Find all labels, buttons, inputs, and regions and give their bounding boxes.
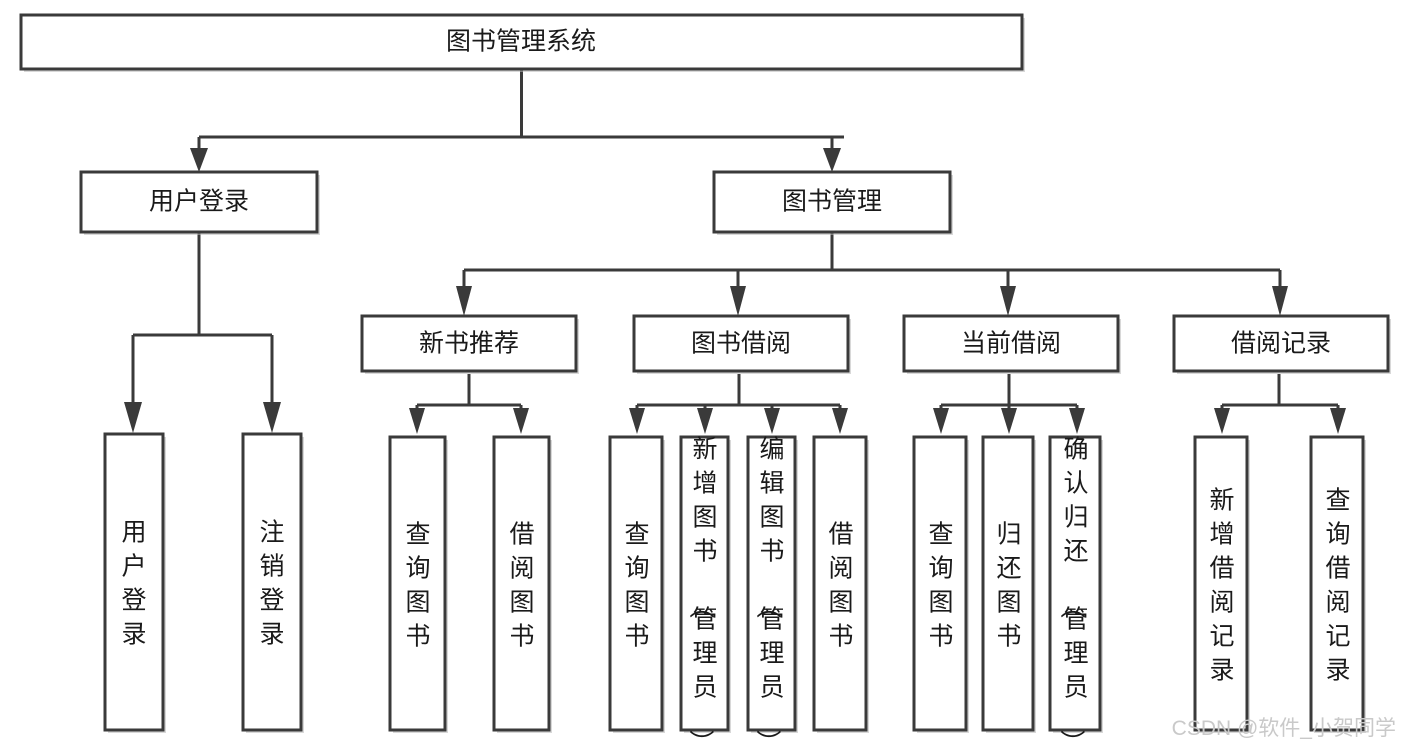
node-new-book-recommend-box[interactable] bbox=[360, 314, 578, 373]
node-leaf-logout-login[interactable]: 注销登录 bbox=[241, 432, 304, 733]
node-leaf-edit-book-admin-label: 编辑图书（管理员） bbox=[753, 436, 784, 747]
node-leaf-query-book-2-label: 查询图书 bbox=[624, 521, 649, 651]
arrow-head-book-borrow bbox=[730, 286, 746, 316]
node-leaf-logout-login-label: 注销登录 bbox=[259, 519, 284, 649]
node-leaf-return-book-box[interactable] bbox=[981, 435, 1035, 732]
node-book-management-label: 图书管理 bbox=[782, 188, 882, 216]
node-leaf-edit-book-admin[interactable]: 编辑图书（管理员） bbox=[746, 435, 798, 747]
node-leaf-query-borrow-record-box[interactable] bbox=[1309, 435, 1365, 732]
node-book-borrow-box[interactable] bbox=[632, 314, 850, 373]
node-leaf-borrow-book-2[interactable]: 借阅图书 bbox=[812, 435, 869, 733]
node-leaf-confirm-return-admin-box[interactable] bbox=[1048, 435, 1102, 732]
node-new-book-recommend[interactable]: 新书推荐 bbox=[360, 314, 579, 374]
node-leaf-user-login-label: 用户登录 bbox=[121, 519, 146, 649]
node-leaf-query-book-3-box[interactable] bbox=[912, 435, 968, 732]
node-book-borrow[interactable]: 图书借阅 bbox=[632, 314, 851, 374]
node-root-box[interactable] bbox=[19, 13, 1024, 71]
arrow-head-leaf-logout-login bbox=[263, 402, 281, 433]
arrow-head-leaf-borrow-book-2 bbox=[832, 408, 848, 434]
node-leaf-query-book-1[interactable]: 查询图书 bbox=[388, 435, 448, 733]
node-leaf-borrow-book-2-box[interactable] bbox=[812, 435, 868, 732]
arrow-head-leaf-confirm-return-admin bbox=[1069, 408, 1085, 434]
arrow-head-current-borrow bbox=[1000, 286, 1016, 316]
node-leaf-user-login[interactable]: 用户登录 bbox=[103, 432, 166, 733]
node-current-borrow-box[interactable] bbox=[902, 314, 1120, 373]
node-leaf-add-borrow-record[interactable]: 新增借阅记录 bbox=[1193, 435, 1250, 733]
node-leaf-query-book-3[interactable]: 查询图书 bbox=[912, 435, 969, 733]
node-book-borrow-label: 图书借阅 bbox=[691, 330, 791, 358]
node-leaf-add-borrow-record-label: 新增借阅记录 bbox=[1209, 487, 1234, 685]
node-leaf-return-book[interactable]: 归还图书 bbox=[981, 435, 1036, 733]
node-book-management[interactable]: 图书管理 bbox=[712, 170, 953, 235]
node-leaf-query-book-3-label: 查询图书 bbox=[928, 521, 953, 651]
node-new-book-recommend-label: 新书推荐 bbox=[419, 330, 519, 358]
node-borrow-record[interactable]: 借阅记录 bbox=[1172, 314, 1391, 374]
node-leaf-query-book-2-box[interactable] bbox=[608, 435, 664, 732]
node-leaf-add-book-admin-box[interactable] bbox=[679, 435, 730, 732]
node-leaf-query-borrow-record[interactable]: 查询借阅记录 bbox=[1309, 435, 1366, 733]
arrow-head-leaf-add-book-admin bbox=[697, 408, 713, 434]
node-user-login-label: 用户登录 bbox=[149, 188, 249, 216]
arrow-head-leaf-query-book-3 bbox=[933, 408, 949, 434]
node-leaf-add-book-admin-label: 新增图书（管理员） bbox=[686, 436, 717, 747]
node-root-label: 图书管理系统 bbox=[446, 28, 596, 56]
node-leaf-borrow-book-1[interactable]: 借阅图书 bbox=[492, 435, 552, 733]
node-leaf-confirm-return-admin-label: 确认归还（管理员） bbox=[1057, 436, 1088, 747]
connector-layer bbox=[124, 68, 1346, 434]
arrow-head-leaf-return-book bbox=[1001, 408, 1017, 434]
node-leaf-query-book-2[interactable]: 查询图书 bbox=[608, 435, 665, 733]
node-current-borrow-label: 当前借阅 bbox=[961, 330, 1061, 358]
arrow-head-book-management bbox=[823, 148, 841, 172]
node-leaf-logout-login-box[interactable] bbox=[241, 432, 303, 732]
node-leaf-edit-book-admin-box[interactable] bbox=[746, 435, 797, 732]
node-book-management-box[interactable] bbox=[712, 170, 952, 234]
node-user-login[interactable]: 用户登录 bbox=[79, 170, 320, 235]
node-leaf-borrow-book-1-label: 借阅图书 bbox=[509, 521, 534, 651]
arrow-head-leaf-query-borrow-record bbox=[1330, 408, 1346, 434]
watermark-label: CSDN @软件_小贺同学 bbox=[1172, 717, 1396, 740]
node-borrow-record-box[interactable] bbox=[1172, 314, 1390, 373]
node-leaf-borrow-book-1-box[interactable] bbox=[492, 435, 551, 732]
arrow-head-leaf-user-login bbox=[124, 402, 142, 433]
node-leaf-add-book-admin[interactable]: 新增图书（管理员） bbox=[679, 435, 731, 747]
arrow-head-leaf-borrow-book-1 bbox=[513, 408, 529, 434]
node-leaf-add-borrow-record-box[interactable] bbox=[1193, 435, 1249, 732]
node-leaf-borrow-book-2-label: 借阅图书 bbox=[828, 521, 853, 651]
arrow-head-user-login bbox=[190, 148, 208, 172]
node-root[interactable]: 图书管理系统 bbox=[19, 13, 1025, 72]
arrow-head-leaf-edit-book-admin bbox=[764, 408, 780, 434]
node-leaf-confirm-return-admin[interactable]: 确认归还（管理员） bbox=[1048, 435, 1103, 747]
arrow-head-leaf-query-book-2 bbox=[629, 408, 645, 434]
arrow-head-leaf-add-borrow-record bbox=[1214, 408, 1230, 434]
arrow-head-new-book-recommend bbox=[456, 286, 472, 316]
arrow-head-leaf-query-book-1 bbox=[409, 408, 425, 434]
node-leaf-return-book-label: 归还图书 bbox=[996, 521, 1021, 651]
node-leaf-user-login-box[interactable] bbox=[103, 432, 165, 732]
arrow-head-borrow-record bbox=[1272, 286, 1288, 316]
node-user-login-box[interactable] bbox=[79, 170, 319, 234]
node-borrow-record-label: 借阅记录 bbox=[1231, 330, 1331, 358]
node-current-borrow[interactable]: 当前借阅 bbox=[902, 314, 1121, 374]
node-leaf-query-book-1-box[interactable] bbox=[388, 435, 447, 732]
node-leaf-query-book-1-label: 查询图书 bbox=[405, 521, 430, 651]
node-leaf-query-borrow-record-label: 查询借阅记录 bbox=[1325, 487, 1350, 685]
